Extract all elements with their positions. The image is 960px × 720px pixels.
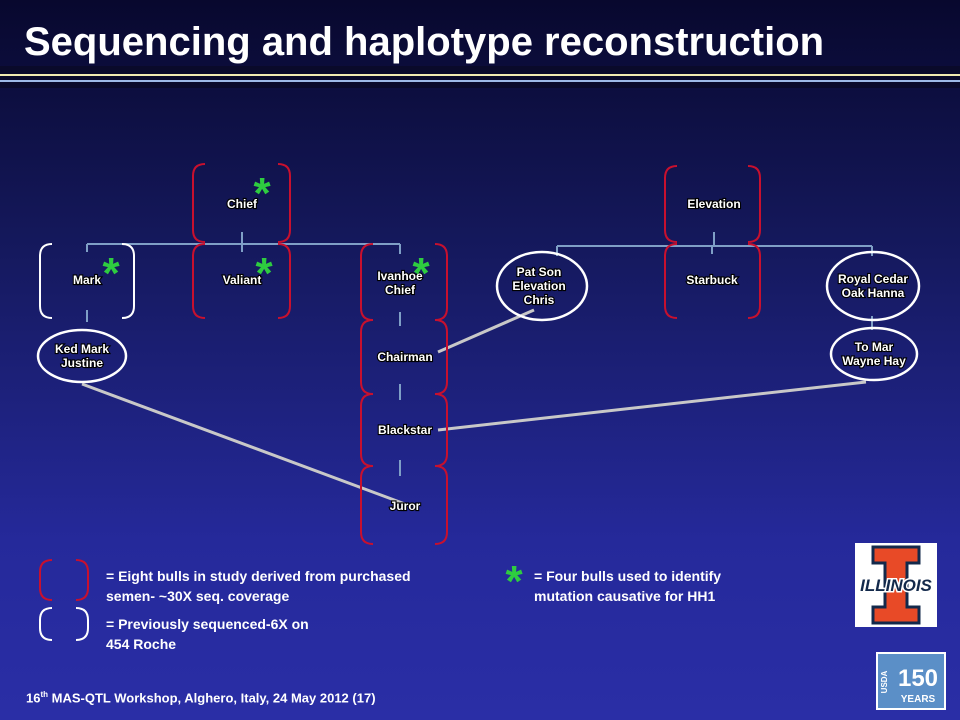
node-label-ked-mark-justine: Justine <box>61 356 103 370</box>
legend-red-right-bracket <box>75 559 89 601</box>
node-label-chief-top: Chief <box>227 197 258 211</box>
red-bracket-elevation-left-bracket <box>664 165 678 243</box>
star-marker-ivanhoe-chief: * <box>412 249 430 298</box>
node-label-elevation: Elevation <box>687 197 740 211</box>
ellipse-to_mar <box>829 326 919 382</box>
red-bracket-valiant-right-bracket <box>277 243 291 319</box>
footer-text: MAS-QTL Workshop, Alghero, Italy, 24 May… <box>48 690 376 706</box>
illinois-logo-text: ILLINOIS <box>860 576 932 595</box>
title-band <box>0 66 960 88</box>
legend-white-left-bracket <box>39 607 53 641</box>
star-marker-mark: * <box>102 249 120 298</box>
usda-logo-text: USDA <box>880 670 889 693</box>
red-bracket-chairman-right-bracket <box>434 319 448 395</box>
red-bracket-starbuck-left-bracket <box>664 243 678 319</box>
red-bracket-ivanhoe_chief-right-bracket <box>434 243 448 321</box>
red-bracket-valiant-left-bracket <box>192 243 206 319</box>
red-bracket-juror-right-bracket <box>434 465 448 545</box>
relationship-link <box>437 308 535 354</box>
star-marker-valiant: * <box>255 249 273 298</box>
red-bracket-starbuck-right-bracket <box>747 243 761 319</box>
red-bracket-blackstar-left-bracket <box>360 393 374 467</box>
ellipse-royal_cedar <box>825 250 921 322</box>
slide-footer: 16th MAS-QTL Workshop, Alghero, Italy, 2… <box>26 690 376 705</box>
footer-ordinal-suffix: th <box>40 690 49 699</box>
red-bracket-ivanhoe_chief-left-bracket <box>360 243 374 321</box>
legend-red-line1: = Eight bulls in study derived from purc… <box>106 568 411 584</box>
node-label-starbuck: Starbuck <box>686 273 738 287</box>
node-label-royal-cedar: Royal Cedar <box>838 272 908 286</box>
node-label-juror: Juror <box>390 499 421 513</box>
red-bracket-chief_top-right-bracket <box>277 163 291 243</box>
legend-red-line2: semen- ~30X seq. coverage <box>106 588 290 604</box>
node-label-pat-son: Elevation <box>512 279 565 293</box>
node-label-pat-son: Chris <box>524 293 555 307</box>
legend-star-line1: = Four bulls used to identify <box>534 568 722 584</box>
node-label-to-mar: To Mar <box>855 340 894 354</box>
slide-title: Sequencing and haplotype reconstruction <box>24 20 825 64</box>
ellipse-ked_mark_justine <box>36 328 128 384</box>
legend-white-line1: = Previously sequenced-6X on <box>106 616 309 632</box>
node-label-ked-mark-justine: Ked Mark <box>55 342 109 356</box>
usda-150-years-icon: USDA 150 YEARS <box>878 654 944 708</box>
red-bracket-elevation-right-bracket <box>747 165 761 243</box>
node-label-chairman: Chairman <box>377 350 432 364</box>
ellipse-pat_son <box>495 250 589 322</box>
legend-white-bracket-text: = Previously sequenced-6X on 454 Roche <box>106 614 309 654</box>
legend-red-bracket-text: = Eight bulls in study derived from purc… <box>106 566 411 606</box>
node-label-pat-son: Pat Son <box>517 265 562 279</box>
usda-logo-years: YEARS <box>901 694 936 705</box>
relationship-link <box>437 380 867 432</box>
red-bracket-blackstar-right-bracket <box>434 393 448 467</box>
legend-red-left-bracket <box>39 559 53 601</box>
red-bracket-chairman-left-bracket <box>360 319 374 395</box>
relationship-link <box>81 382 406 506</box>
node-label-valiant: Valiant <box>223 273 262 287</box>
legend-star-text: = Four bulls used to identify mutation c… <box>534 566 721 606</box>
node-label-mark: Mark <box>73 273 101 287</box>
star-marker-chief-top: * <box>253 169 271 218</box>
usda-150-logo: USDA 150 YEARS <box>876 652 946 710</box>
illinois-block-i-icon: ILLINOIS <box>859 545 934 625</box>
node-label-to-mar: Wayne Hay <box>842 354 906 368</box>
illinois-logo: ILLINOIS <box>855 543 937 627</box>
title-underline-stripes <box>0 74 960 82</box>
node-label-royal-cedar: Oak Hanna <box>842 286 905 300</box>
legend-white-right-bracket <box>75 607 89 641</box>
node-label-ivanhoe-chief: Chief <box>385 283 416 297</box>
usda-logo-number: 150 <box>898 665 938 692</box>
footer-ordinal-number: 16 <box>26 690 41 706</box>
node-label-blackstar: Blackstar <box>378 423 432 437</box>
red-bracket-chief_top-left-bracket <box>192 163 206 243</box>
legend-star-line2: mutation causative for HH1 <box>534 588 716 604</box>
node-label-ivanhoe-chief: Ivanhoe <box>377 269 423 283</box>
legend-white-line2: 454 Roche <box>106 636 177 652</box>
white-bracket-mark-left-bracket <box>39 243 53 319</box>
white-bracket-mark-right-bracket <box>121 243 135 319</box>
legend-star-marker: * <box>505 557 523 606</box>
red-bracket-juror-left-bracket <box>360 465 374 545</box>
